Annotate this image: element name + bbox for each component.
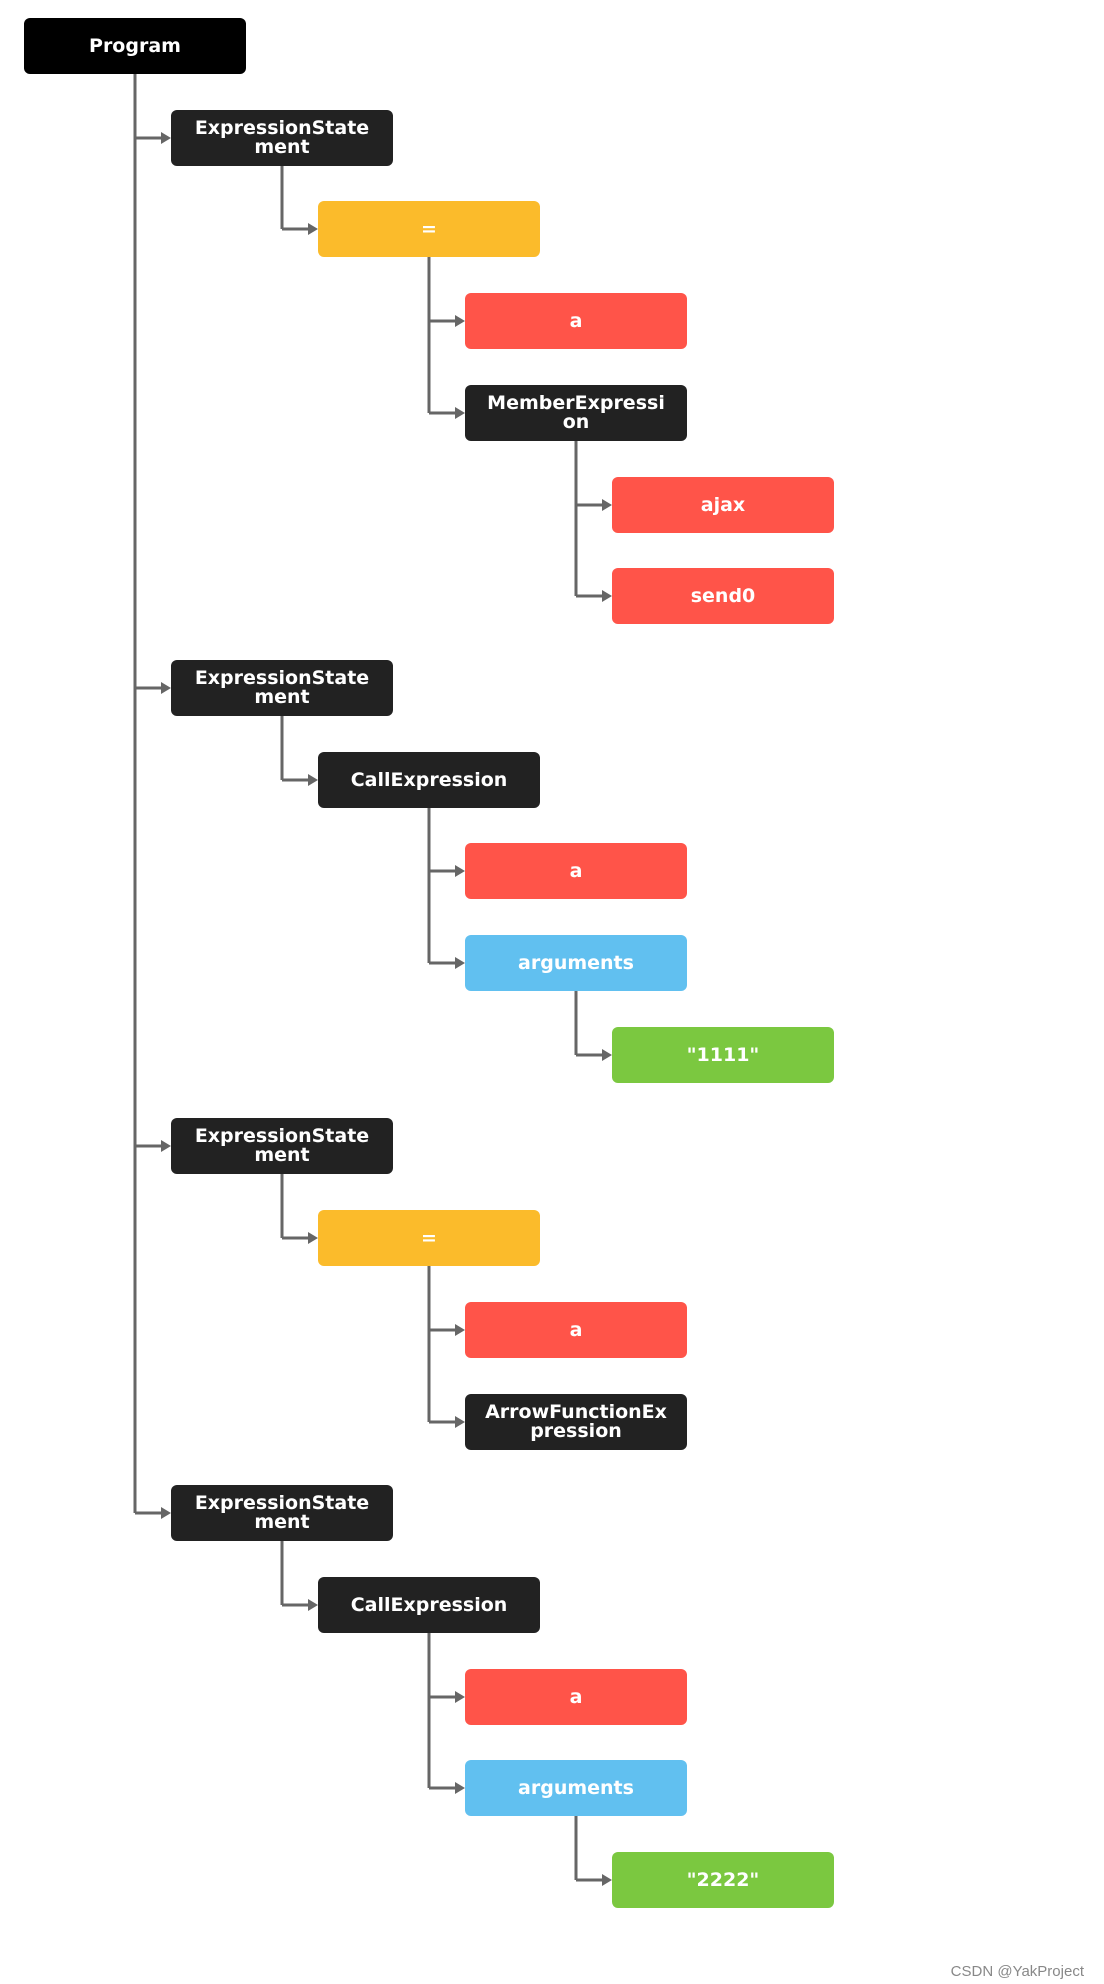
- tree-node-label: arguments: [518, 951, 634, 974]
- connector-arrow-icon: [308, 1599, 318, 1611]
- tree-node-expressionstatement: ExpressionStatement: [171, 1118, 393, 1174]
- tree-node-label: send0: [690, 584, 756, 607]
- tree-node-label: Program: [89, 34, 181, 57]
- connector-arrow-icon: [455, 1324, 465, 1336]
- tree-node-arguments: arguments: [465, 935, 687, 991]
- tree-node-1111: "1111": [612, 1027, 834, 1083]
- tree-node-a: a: [465, 293, 687, 349]
- connector-arrow-icon: [161, 1140, 171, 1152]
- tree-node-label: a: [569, 859, 583, 882]
- connector-arrow-icon: [455, 957, 465, 969]
- tree-node-send0: send0: [612, 568, 834, 624]
- tree-node-expressionstatement: ExpressionStatement: [171, 1485, 393, 1541]
- connector-arrow-icon: [308, 1232, 318, 1244]
- connector-arrow-icon: [161, 682, 171, 694]
- connector-arrow-icon: [602, 1049, 612, 1061]
- tree-node-label: =: [421, 217, 437, 240]
- tree-node-callexpression: CallExpression: [318, 752, 540, 808]
- tree-node-label: ExpressionStatement: [194, 117, 370, 158]
- tree-node-arrowfunctionexpression: ArrowFunctionExpression: [465, 1394, 687, 1450]
- tree-node-arguments: arguments: [465, 1760, 687, 1816]
- connector-arrow-icon: [455, 407, 465, 419]
- tree-node-label: "2222": [686, 1868, 760, 1891]
- connector-arrow-icon: [602, 1874, 612, 1886]
- tree-node-expressionstatement: ExpressionStatement: [171, 110, 393, 166]
- tree-node-label: MemberExpression: [487, 392, 665, 433]
- tree-node-node: =: [318, 201, 540, 257]
- tree-node-memberexpression: MemberExpression: [465, 385, 687, 441]
- tree-node-2222: "2222": [612, 1852, 834, 1908]
- connector-arrow-icon: [455, 315, 465, 327]
- connector-arrow-icon: [308, 223, 318, 235]
- tree-node-label: "1111": [686, 1043, 760, 1066]
- tree-node-label: ajax: [700, 493, 746, 516]
- tree-node-expressionstatement: ExpressionStatement: [171, 660, 393, 716]
- tree-node-node: =: [318, 1210, 540, 1266]
- tree-node-label: a: [569, 1318, 583, 1341]
- tree-node-label: ExpressionStatement: [194, 1492, 370, 1533]
- tree-node-a: a: [465, 1302, 687, 1358]
- tree-node-label: ExpressionStatement: [194, 667, 370, 708]
- tree-node-label: arguments: [518, 1776, 634, 1799]
- connector-arrow-icon: [602, 590, 612, 602]
- tree-node-label: CallExpression: [350, 1593, 508, 1616]
- tree-node-label: a: [569, 309, 583, 332]
- connector-arrow-icon: [455, 1691, 465, 1703]
- connector-arrow-icon: [455, 865, 465, 877]
- connector-arrow-icon: [455, 1416, 465, 1428]
- connector-arrow-icon: [161, 132, 171, 144]
- tree-node-label: =: [421, 1226, 437, 1249]
- tree-node-a: a: [465, 1669, 687, 1725]
- tree-node-ajax: ajax: [612, 477, 834, 533]
- connector-arrow-icon: [161, 1507, 171, 1519]
- tree-node-label: CallExpression: [350, 768, 508, 791]
- tree-node-label: ExpressionStatement: [194, 1125, 370, 1166]
- connector-arrow-icon: [455, 1782, 465, 1794]
- tree-node-callexpression: CallExpression: [318, 1577, 540, 1633]
- tree-node-label: a: [569, 1685, 583, 1708]
- tree-node-label: ArrowFunctionExpression: [485, 1401, 667, 1442]
- watermark: CSDN @YakProject: [950, 1963, 1084, 1980]
- connector-arrow-icon: [602, 499, 612, 511]
- connector-arrow-icon: [308, 774, 318, 786]
- tree-node-program: Program: [24, 18, 246, 74]
- tree-node-a: a: [465, 843, 687, 899]
